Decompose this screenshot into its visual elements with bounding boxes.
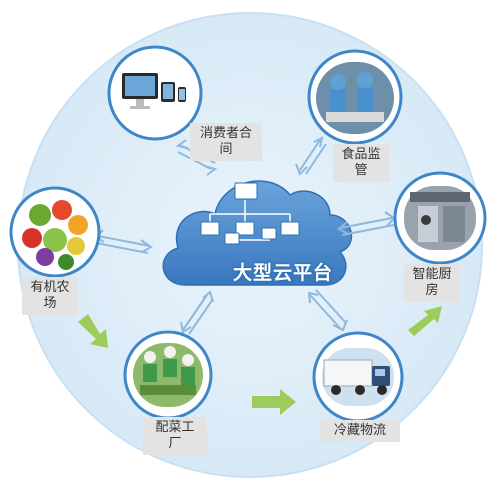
label-consumer: 消费者合 间 [190,123,262,161]
label-smart-kitchen-text: 智能厨 房 [412,267,452,298]
arrow-factory-cloud [180,290,214,335]
label-food-supervision-text: 食品监 管 [341,147,381,178]
node-food-supervision [307,49,403,145]
node-cold-chain [312,331,404,423]
flow-arrow-logistics-to-kitchen [408,306,442,336]
vegetables-icon [22,200,88,270]
flow-arrows [78,306,442,415]
label-cold-chain: 冷藏物流 [320,420,400,442]
node-consumer [107,45,203,141]
flow-arrow-farm-to-factory [78,314,108,348]
label-consumer-text: 消费者合 间 [199,126,252,157]
computer-icons [200,182,300,245]
computer-network-icon [209,200,291,241]
label-smart-kitchen: 智能厨 房 [404,264,460,302]
cloud-icon [162,180,353,286]
devices-icon [122,73,186,109]
food-inspection-icon [316,62,394,134]
arrow-farm-cloud [94,229,153,254]
label-cold-chain-text: 冷藏物流 [333,423,386,438]
label-food-factory: 配菜工 厂 [143,417,207,455]
node-organic-farm [9,186,101,278]
flow-arrow-factory-to-logistics [252,389,296,415]
arrow-supervision-cloud [295,136,327,176]
factory-workers-icon [133,343,203,407]
label-organic-farm-text: 有机农 场 [30,280,70,311]
cloud-platform-label: 大型云平台 [232,262,333,284]
label-organic-farm: 有机农 场 [22,277,78,315]
arrow-logistics-cloud [307,289,348,332]
cloud-platform [162,180,353,286]
label-food-supervision: 食品监 管 [333,144,389,182]
node-food-factory [123,330,213,420]
label-food-factory-text: 配菜工 厂 [155,420,195,451]
truck-icon [322,348,394,406]
kitchen-icon [404,186,476,250]
node-smart-kitchen [393,171,487,265]
